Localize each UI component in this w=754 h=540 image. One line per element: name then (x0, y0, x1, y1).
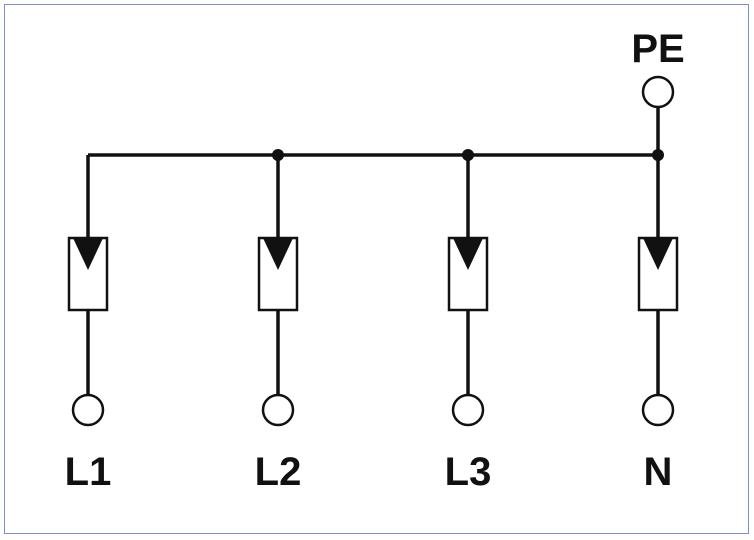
branch-l2: L2 (255, 155, 302, 494)
arrow-down-icon (643, 238, 673, 270)
label-l3: L3 (445, 450, 492, 494)
terminal-pe (641, 75, 675, 109)
terminal-n (641, 393, 675, 427)
label-l2: L2 (255, 450, 302, 494)
label-n: N (644, 450, 673, 494)
arrow-down-icon (73, 238, 103, 270)
label-l1: L1 (65, 450, 112, 494)
branch-n: N (637, 155, 679, 494)
branch-l1: L1 (65, 155, 112, 494)
terminal-l3 (451, 393, 485, 427)
terminal-l1 (71, 393, 105, 427)
diagram-frame (4, 4, 749, 534)
label-pe: PE (631, 27, 684, 71)
arrow-down-icon (263, 238, 293, 270)
terminal-l2 (261, 393, 295, 427)
arrow-down-icon (453, 238, 483, 270)
branch-l3: L3 (445, 155, 492, 494)
